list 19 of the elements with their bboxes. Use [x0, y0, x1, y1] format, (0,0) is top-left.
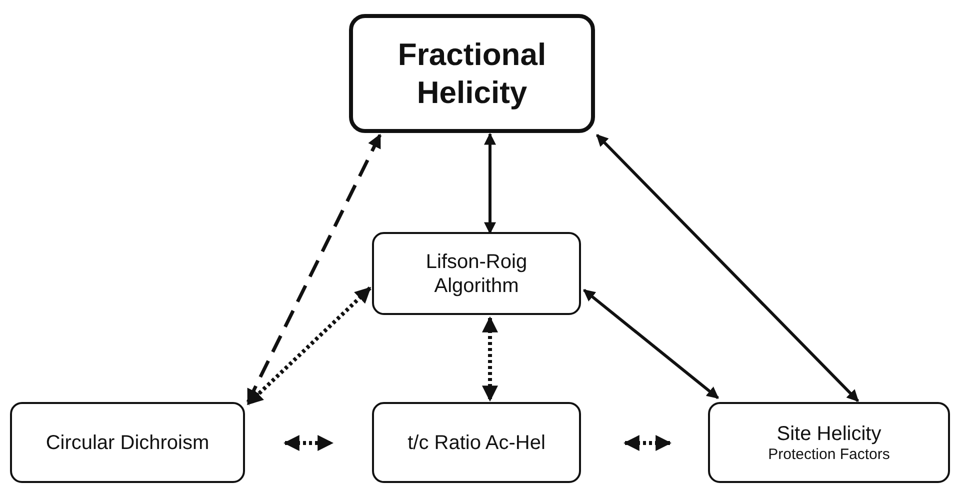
dashed-arrow [283, 435, 334, 451]
node-label: Site Helicity [776, 422, 882, 446]
process-box [708, 402, 950, 483]
node-label: Circular Dichroism [44, 430, 210, 454]
arrow [596, 134, 860, 402]
node-subtitle: Protection Factors [767, 446, 891, 464]
process-box [372, 402, 581, 483]
process-box [372, 232, 581, 315]
dashed-arrow [246, 286, 372, 406]
arrow [484, 132, 496, 234]
main-box [349, 14, 595, 133]
dashed-arrow [246, 134, 382, 404]
node-label: Fractional Helicity [396, 36, 548, 112]
node-label: Lifson-Roig Algorithm [424, 250, 528, 298]
node-label: t/c Ratio Ac-Hel [406, 430, 546, 454]
process-box [10, 402, 245, 483]
dashed-arrow [623, 435, 672, 451]
arrow [583, 288, 719, 400]
dashed-arrow [482, 316, 498, 402]
